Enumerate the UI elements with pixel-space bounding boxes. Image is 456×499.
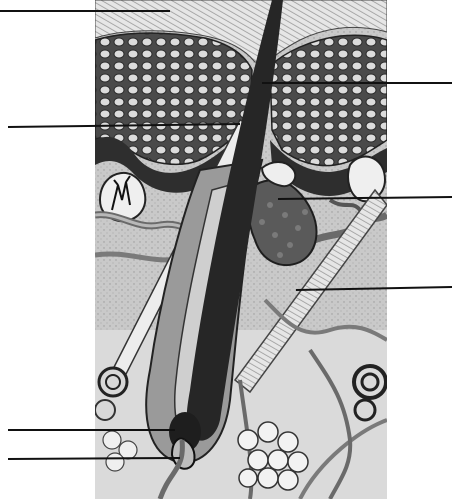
leader-line-papilla <box>8 458 180 459</box>
sweat-gland-coil-left-2 <box>95 400 115 420</box>
sweat-gland-coil-left <box>99 368 127 396</box>
epidermis-right <box>270 35 387 165</box>
